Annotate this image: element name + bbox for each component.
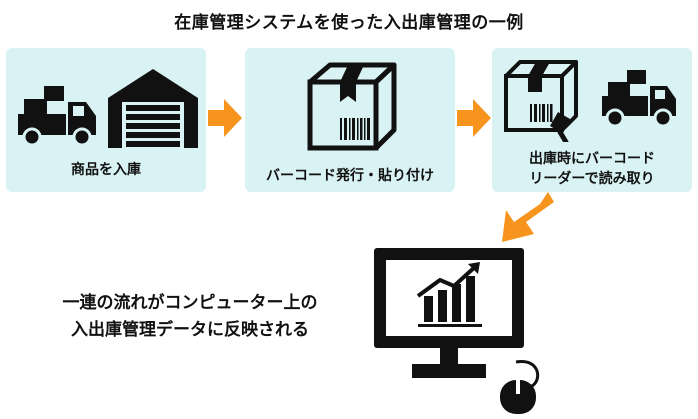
step-3-label-line1: 出庫時にバーコード	[529, 151, 655, 167]
step-issue-barcode: バーコード発行・貼り付け	[245, 48, 455, 192]
caption-line-2: 入出庫管理データに反映される	[71, 320, 309, 340]
result-caption: 一連の流れがコンピューター上の 入出庫管理データに反映される	[40, 290, 340, 344]
arrow-right-icon	[208, 99, 242, 137]
computer-monitor-chart-icon	[374, 248, 540, 414]
truck-and-warehouse-icon	[18, 69, 198, 148]
barcode-box-icon	[307, 62, 397, 151]
arrow-down-left-icon	[502, 192, 554, 242]
step-scan-barcode: 出庫時にバーコード リーダーで読み取り	[492, 48, 692, 192]
diagram-title: 在庫管理システムを使った入出庫管理の一例	[174, 13, 524, 33]
step-2-label: バーコード発行・貼り付け	[266, 168, 434, 184]
caption-line-1: 一連の流れがコンピューター上の	[62, 293, 318, 313]
step-receive-goods: 商品を入庫	[6, 48, 206, 192]
arrow-right-icon	[457, 99, 491, 137]
step-1-label: 商品を入庫	[71, 162, 141, 178]
barcode-scanner-and-truck-icon	[504, 60, 676, 142]
step-3-label-line2: リーダーで読み取り	[529, 171, 655, 187]
